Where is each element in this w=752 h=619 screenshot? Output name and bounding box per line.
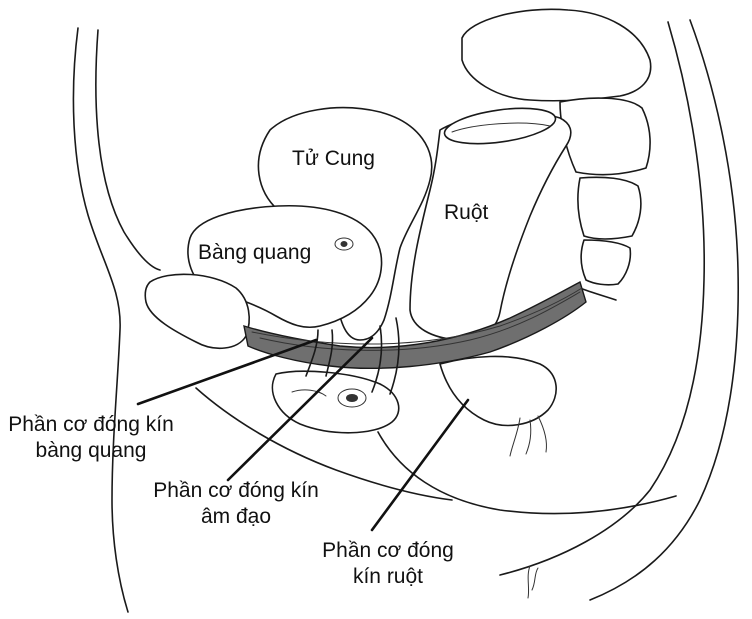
bowel-closure-line2: kín ruột	[352, 565, 424, 588]
back-inner-outline	[499, 21, 706, 576]
bowel-closure-callout: Phần cơ đóng kín ruột	[306, 538, 470, 590]
bladder-closure-leader	[136, 338, 318, 406]
bowel-closure-line1: Phần cơ đóng	[322, 539, 454, 562]
back-outline	[589, 19, 740, 601]
abdominal-wall-outline	[72, 27, 129, 613]
vaginal-closure-leader	[226, 336, 374, 482]
abdominal-wall-inner	[95, 29, 161, 271]
vaginal-closure-line2: âm đạo	[200, 505, 272, 528]
buttock-contour	[377, 431, 677, 515]
bowel-label: Ruột	[444, 201, 489, 224]
urethra	[305, 329, 319, 377]
bowel-opening	[443, 107, 557, 145]
pelvic-floor-muscle	[243, 280, 587, 369]
vagina	[371, 325, 383, 393]
sacral-vertebrae	[461, 8, 652, 301]
thigh-contour	[195, 387, 453, 501]
vaginal-closure-line1: Phần cơ đóng kín	[153, 479, 319, 502]
bladder-closure-line2: bàng quang	[35, 439, 147, 462]
pubic-bone	[144, 273, 250, 349]
vaginal-closure-callout: Phần cơ đóng kín âm đạo	[138, 478, 334, 530]
bowel-outline	[409, 111, 572, 341]
uterus-label: Tử Cung	[292, 147, 375, 170]
bladder-label: Bàng quang	[198, 241, 312, 264]
illustrator-signature	[527, 565, 539, 599]
bladder-closure-line1: Phần cơ đóng kín	[8, 413, 174, 436]
bladder-closure-callout: Phần cơ đóng kín bàng quang	[0, 412, 182, 464]
ureter-dot	[340, 241, 348, 247]
vulva-outline	[271, 370, 400, 434]
anal-canal	[439, 355, 557, 427]
ureter-opening	[334, 237, 354, 251]
bowel-closure-leader	[370, 398, 470, 532]
